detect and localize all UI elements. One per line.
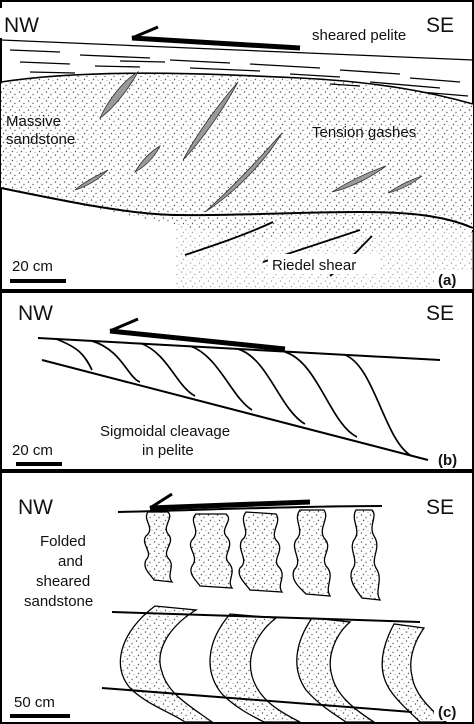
panel-b-tag: (b) (438, 452, 457, 469)
panel-c-tag: (c) (438, 704, 456, 721)
massive-sandstone-body (1, 73, 473, 238)
tension-gashes-label: Tension gashes (312, 124, 416, 141)
in-pelite-label: in pelite (142, 442, 194, 459)
panel-c-scale-label: 50 cm (14, 694, 55, 711)
panel-c-nw-label: NW (18, 496, 53, 519)
panel-c: NW SE Folded and sheared sandstone 50 cm… (0, 471, 474, 724)
sandstone-c-label: sandstone (24, 593, 93, 610)
panel-a-scale-label: 20 cm (12, 258, 53, 275)
panel-b-scale-label: 20 cm (12, 442, 53, 459)
riedel-shear-label: Riedel shear (272, 257, 356, 274)
panel-c-shear-boundaries (101, 505, 421, 713)
panel-c-shear-arrow (149, 492, 311, 511)
panel-c-se-label: SE (426, 496, 454, 519)
massive-label: Massive (6, 113, 61, 130)
panel-a: NW SE sheared pelite Massive sandstone T… (0, 0, 474, 291)
sheared-label: sheared (36, 573, 90, 590)
lower-sheared-layers (119, 605, 448, 723)
panel-a-shear-arrow (131, 25, 301, 51)
panel-b-se: SE (426, 302, 454, 325)
sigmoidal-cleavage-label: Sigmoidal cleavage (100, 423, 230, 440)
folded-label: Folded (40, 533, 86, 550)
sandstone-label: sandstone (6, 131, 75, 148)
panel-a-tag: (a) (438, 272, 456, 289)
panel-a-nw-label: NW (4, 14, 39, 37)
and-label: and (58, 553, 83, 570)
panel-a-se-label: SE (426, 14, 454, 37)
lower-sandstone-body (175, 214, 473, 289)
panel-b-full: NW SE Sigmoidal cleavage in pelite 20 cm… (0, 291, 474, 471)
sheared-pelite-label: sheared pelite (312, 27, 406, 44)
tension-gashes (74, 70, 423, 213)
panel-b-nw: NW (18, 302, 53, 325)
sheared-pelite-band (0, 39, 474, 105)
basal-shear-surface (0, 187, 474, 229)
upper-folded-layers (143, 509, 382, 601)
